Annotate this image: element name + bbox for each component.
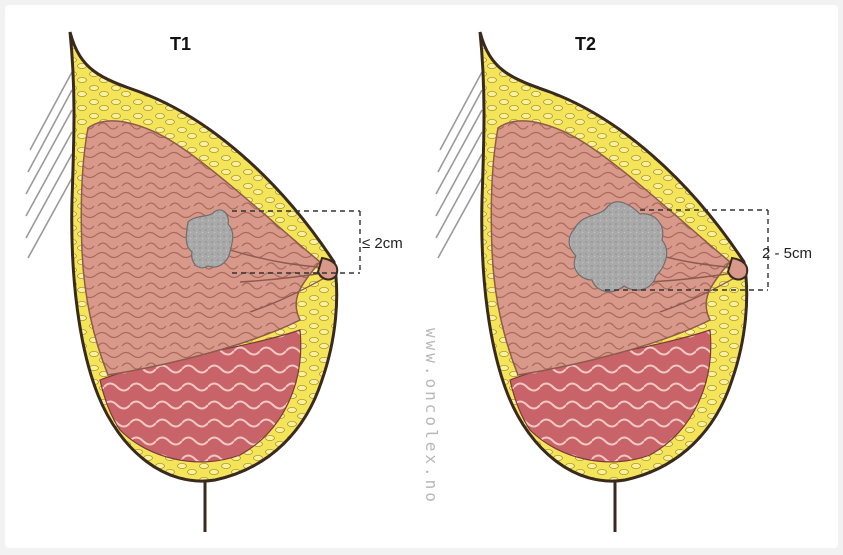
size-label-t2: 2 - 5cm [762,245,812,262]
size-label-t1: ≤ 2cm [362,235,403,252]
watermark: www.oncolex.no [422,328,441,505]
tumor-t1 [186,210,233,268]
panel-title-t1: T1 [170,34,191,54]
panel-title-t2: T2 [575,34,596,54]
